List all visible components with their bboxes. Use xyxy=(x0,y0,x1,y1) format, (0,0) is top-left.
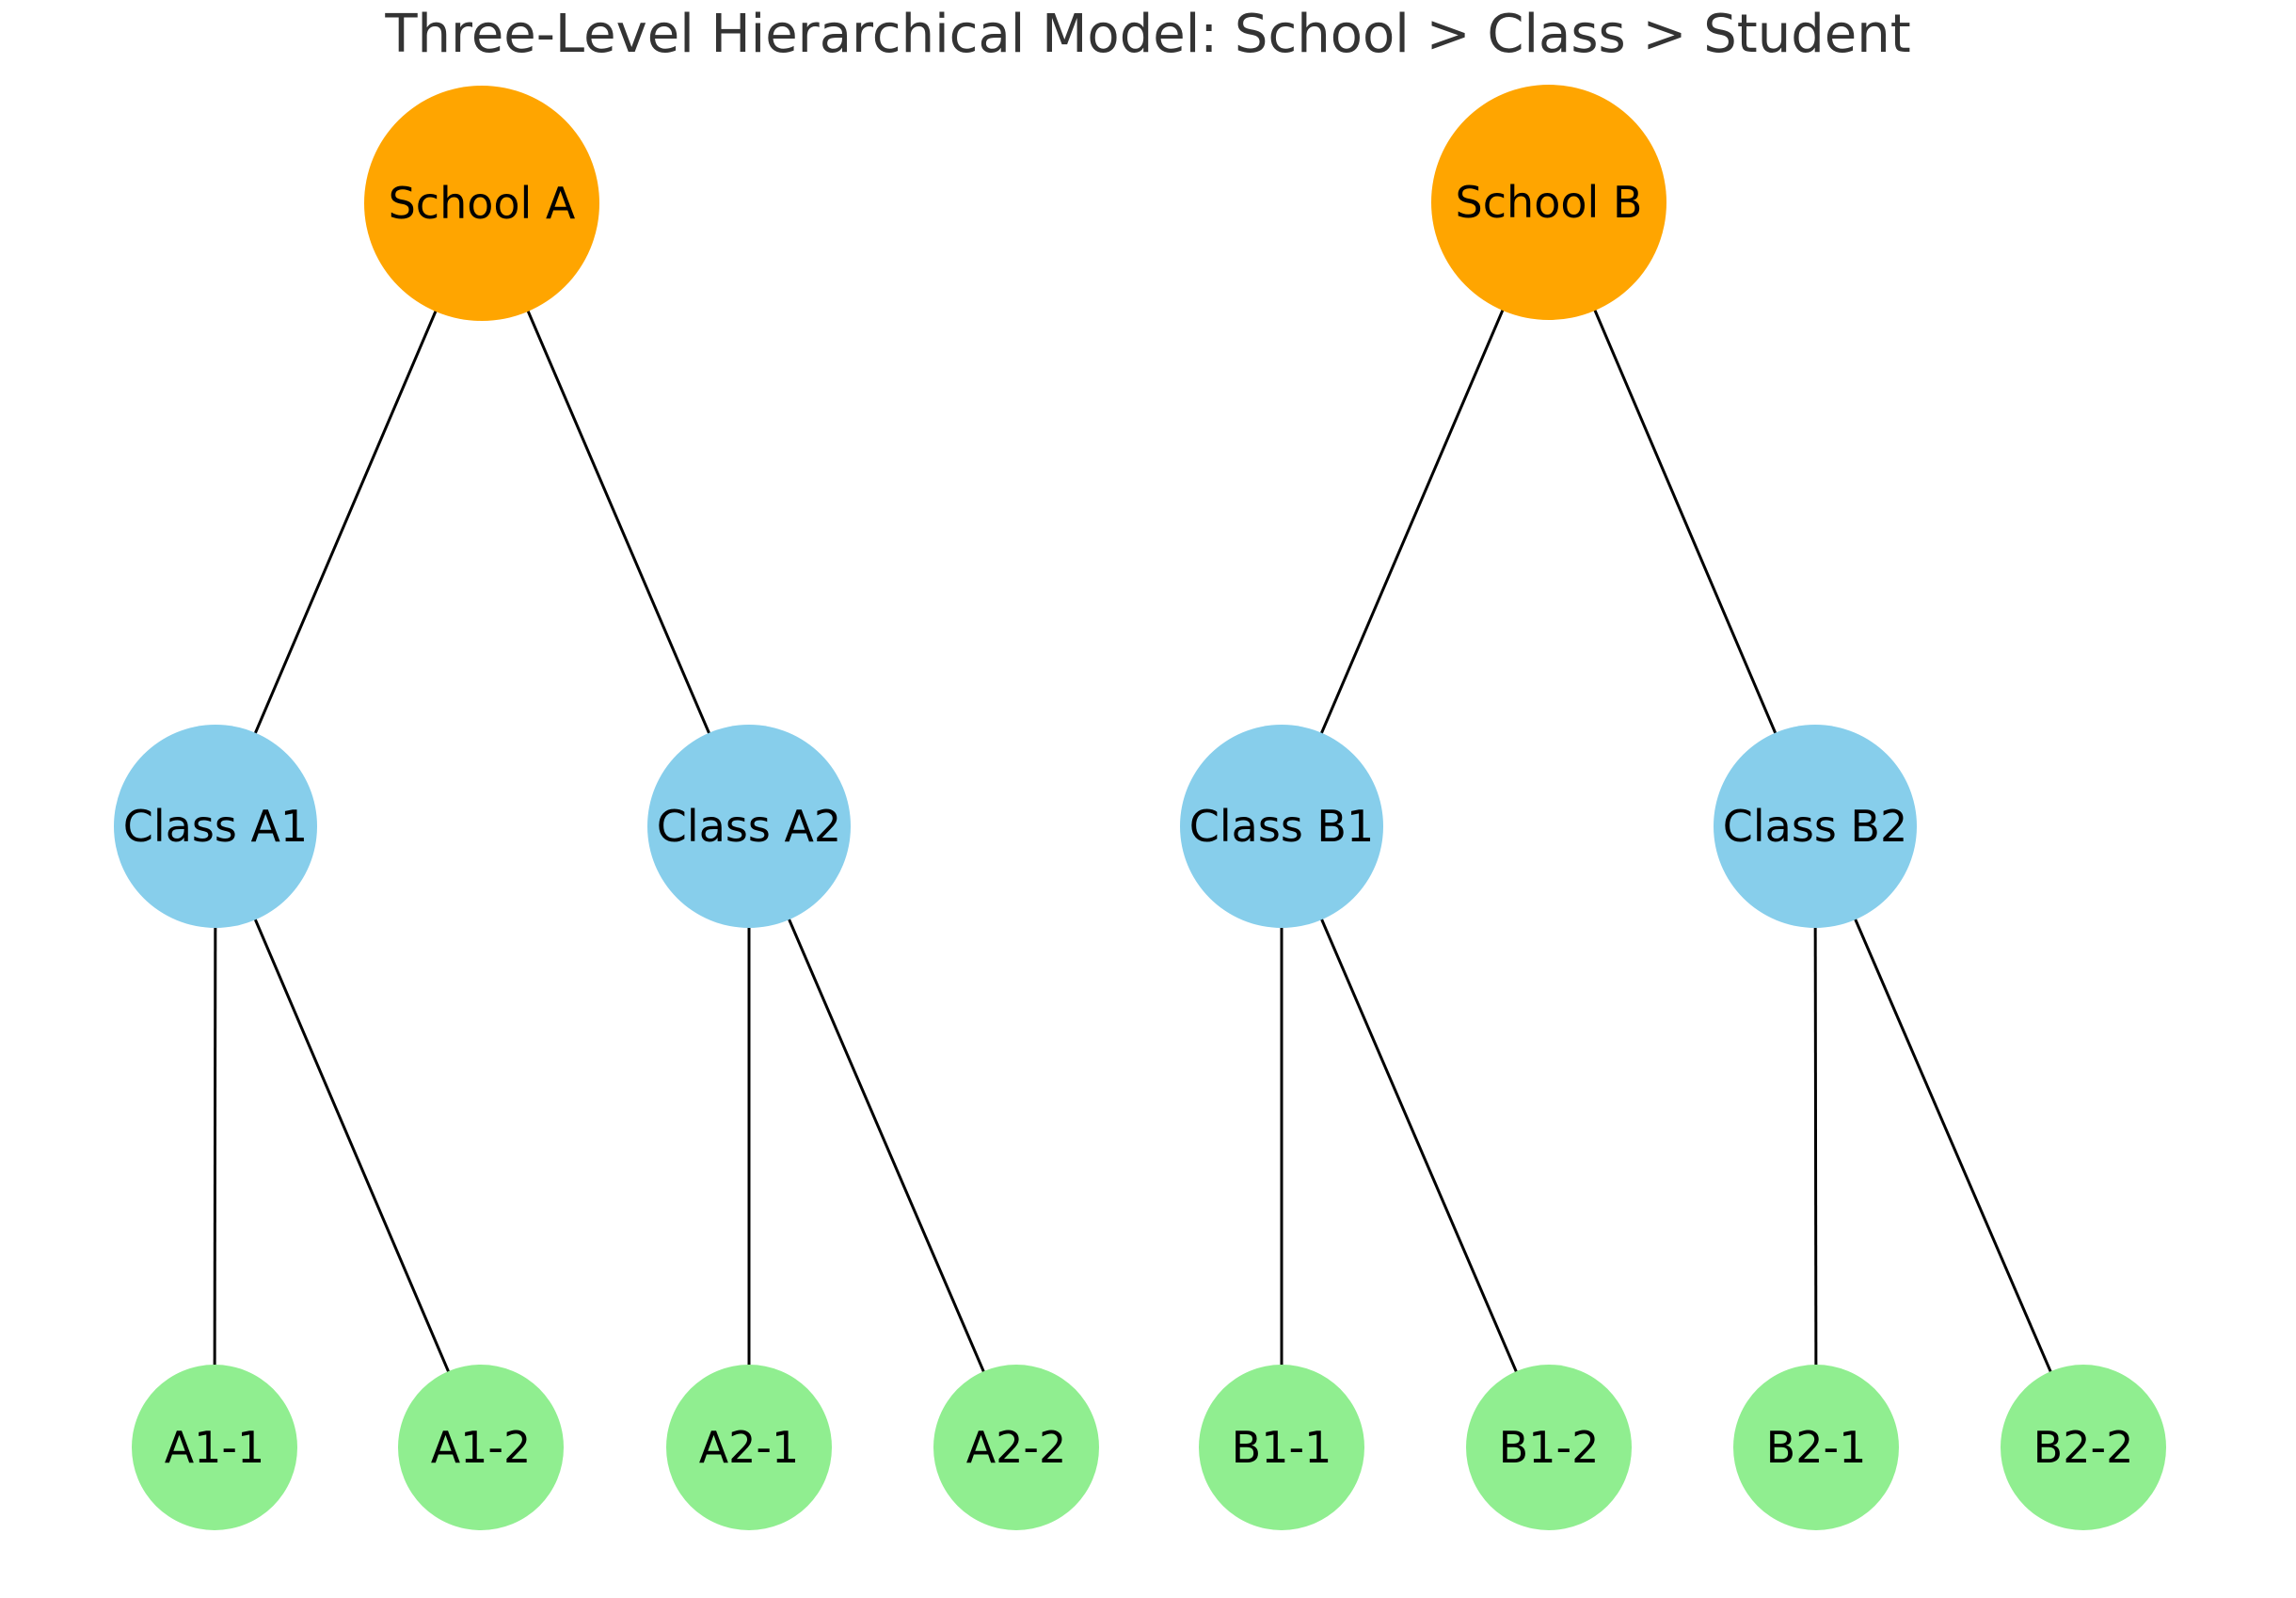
node-label-b2-2: B2-2 xyxy=(2033,1422,2134,1473)
node-circle-b1-2 xyxy=(1466,1365,1632,1530)
node-label-class-b2: Class B2 xyxy=(1723,801,1907,852)
node-label-b1-1: B1-1 xyxy=(1232,1422,1332,1473)
node-circle-a2-2 xyxy=(933,1365,1099,1530)
node-circle-a1-2 xyxy=(398,1365,564,1530)
node-circle-class-a1 xyxy=(114,725,317,928)
node-label-a1-1: A1-1 xyxy=(165,1422,265,1473)
node-circle-b1-1 xyxy=(1199,1365,1364,1530)
edge-class-a2-a2-2 xyxy=(747,825,1018,1448)
node-label-class-a2: Class A2 xyxy=(657,801,841,852)
node-label-class-b1: Class B1 xyxy=(1189,801,1374,852)
node-circle-school-a xyxy=(364,86,599,321)
node-label-b2-1: B2-1 xyxy=(1766,1422,1867,1473)
node-label-school-a: School A xyxy=(389,178,576,229)
node-circle-class-a2 xyxy=(647,725,851,928)
node-circle-class-b1 xyxy=(1180,725,1383,928)
node-circle-class-b2 xyxy=(1714,725,1917,928)
node-circle-school-b xyxy=(1431,85,1666,320)
diagram-title: Three-Level Hierarchical Model: School >… xyxy=(385,4,1911,65)
node-label-b1-2: B1-2 xyxy=(1499,1422,1600,1473)
edge-class-b2-b2-2 xyxy=(1813,825,2085,1448)
edge-class-a1-a1-2 xyxy=(214,825,483,1448)
node-circle-a2-1 xyxy=(666,1365,832,1530)
node-label-class-a1: Class A1 xyxy=(123,801,308,852)
node-label-a2-1: A2-1 xyxy=(699,1422,800,1473)
node-circle-a1-1 xyxy=(132,1365,297,1530)
edge-class-b2-b2-1 xyxy=(1813,825,1818,1448)
node-circle-b2-2 xyxy=(2001,1365,2166,1530)
node-circle-b2-1 xyxy=(1733,1365,1899,1530)
node-label-a1-2: A1-2 xyxy=(431,1422,532,1473)
node-label-school-b: School B xyxy=(1456,177,1643,228)
edge-class-b1-b1-2 xyxy=(1280,825,1551,1448)
node-label-a2-2: A2-2 xyxy=(966,1422,1067,1473)
